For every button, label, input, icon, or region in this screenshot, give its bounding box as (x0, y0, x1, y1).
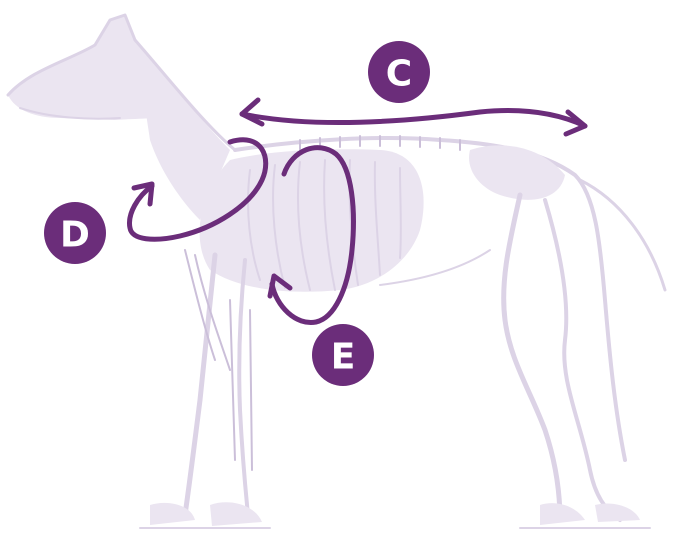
label-c-text: C (386, 54, 412, 95)
label-badge-e: E (312, 324, 374, 386)
measurement-arrow-c (242, 100, 585, 134)
dog-silhouette (8, 15, 665, 528)
label-badge-d: D (44, 202, 106, 264)
label-e-text: E (331, 337, 356, 378)
label-badge-c: C (368, 41, 430, 103)
label-d-text: D (60, 215, 90, 256)
